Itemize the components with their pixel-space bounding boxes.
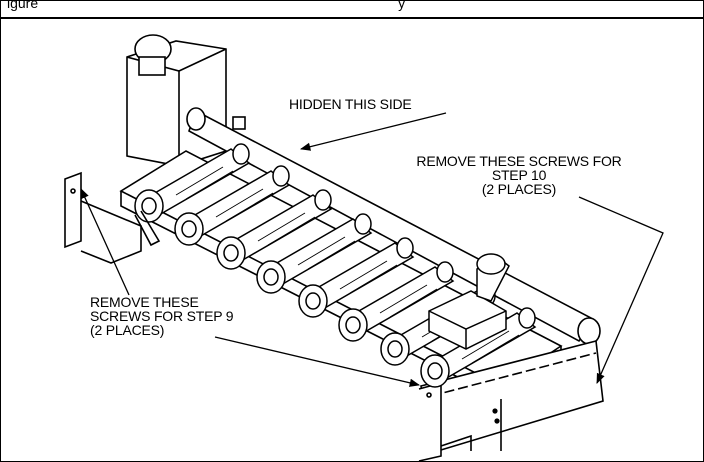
step10-arrow — [578, 196, 664, 384]
step10-line-1: REMOVE THESE SCREWS FOR — [416, 153, 622, 169]
step10-line-3: (2 PLACES) — [481, 181, 557, 197]
hidden-side-label: HIDDEN THIS SIDE — [289, 97, 412, 111]
burner-2 — [174, 165, 291, 246]
burner-3 — [216, 189, 333, 270]
figure-caption-strip: igure y — [1, 1, 703, 19]
step9-callout: REMOVE THESE SCREWS FOR STEP 9 (2 PLACES… — [90, 294, 234, 338]
burner-assembly-drawing — [64, 34, 664, 461]
step10-callout: REMOVE THESE SCREWS FOR STEP 10 (2 PLACE… — [384, 154, 654, 196]
left-bracket — [64, 171, 142, 264]
step9-line-3: (2 PLACES) — [90, 322, 165, 338]
caption-left: igure — [7, 1, 39, 11]
linkage-bar — [134, 210, 161, 247]
gas-valve-box — [126, 34, 227, 167]
hidden-side-arrow — [299, 112, 447, 151]
burner-5 — [298, 237, 415, 318]
figure-caption: igure y — [7, 1, 405, 11]
hidden-side-text: HIDDEN THIS SIDE — [289, 96, 412, 112]
igniter-bracket — [428, 253, 510, 350]
caption-right: y — [398, 1, 406, 11]
step9-arrow-left — [80, 188, 130, 296]
burner-4 — [256, 213, 373, 294]
burner-6 — [338, 261, 455, 342]
step9-line-1: REMOVE THESE — [90, 294, 199, 310]
step10-line-2: STEP 10 — [491, 167, 547, 183]
leader-arrows — [80, 112, 664, 387]
step9-line-2: SCREWS FOR STEP 9 — [90, 308, 234, 324]
step9-arrow-right — [214, 336, 421, 387]
